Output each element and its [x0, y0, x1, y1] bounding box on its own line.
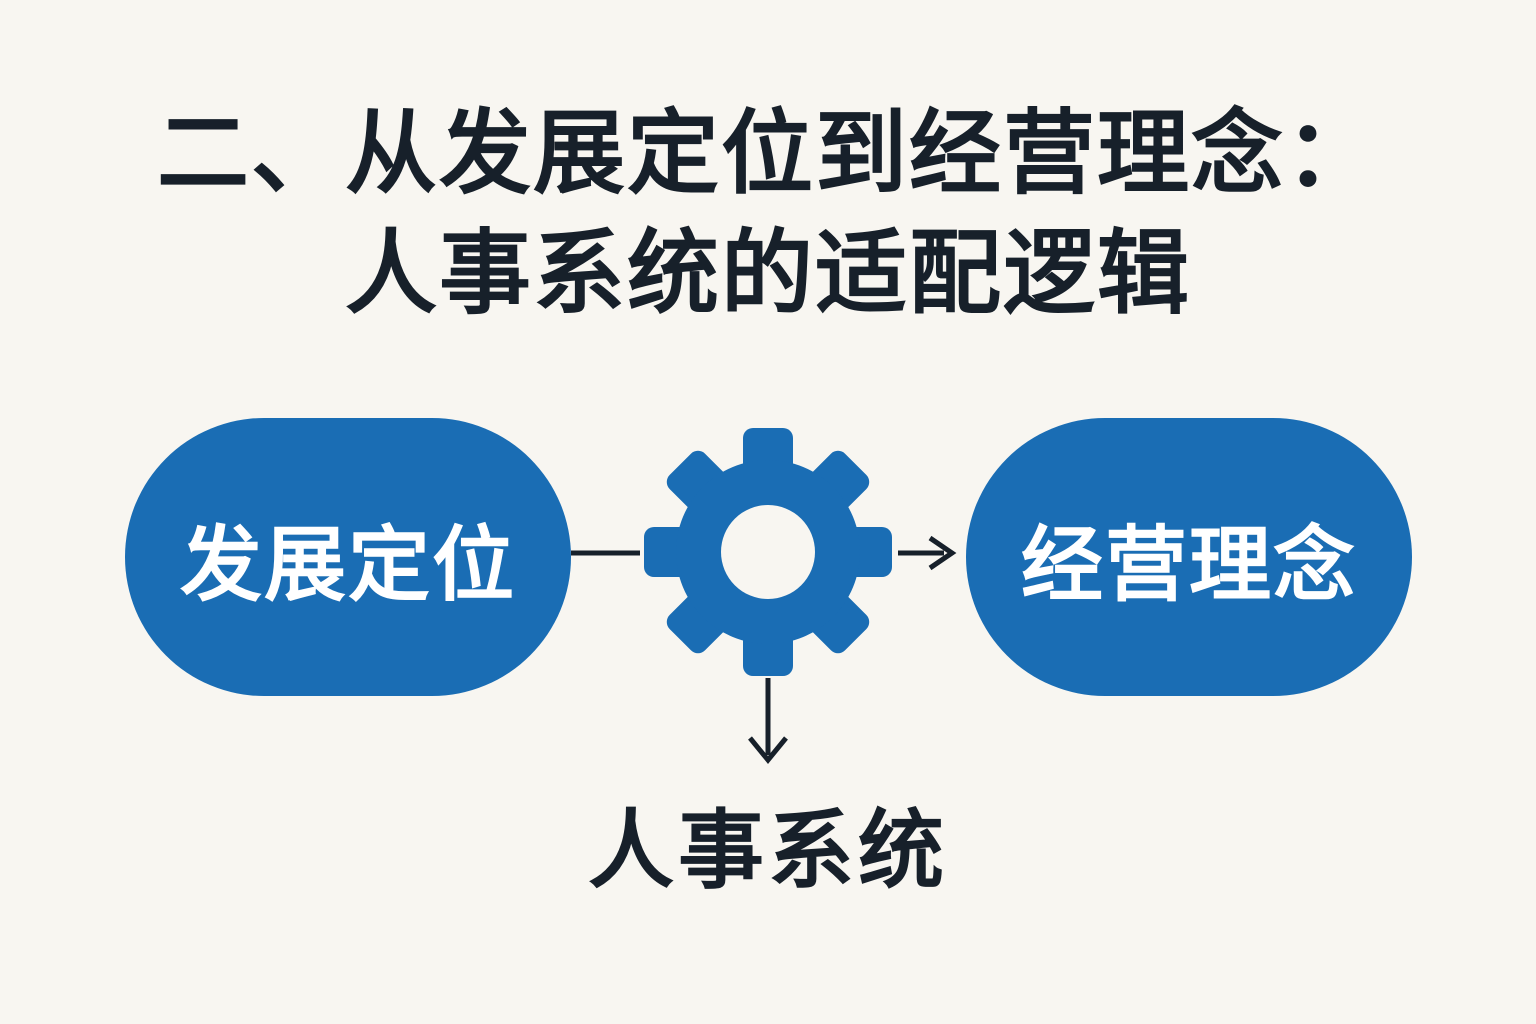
diagram-title-line-2: 人事系统的适配逻辑	[344, 220, 1191, 327]
node-hr-system: 人事系统	[588, 801, 948, 901]
node-business-philosophy-label: 经营理念	[1020, 517, 1357, 613]
node-development-positioning-label: 发展定位	[179, 517, 516, 613]
node-development-positioning: 发展定位	[125, 418, 571, 696]
diagram-title-line-1: 二、从发展定位到经营理念：	[156, 100, 1379, 207]
gear-icon	[644, 428, 892, 676]
node-business-philosophy: 经营理念	[966, 418, 1412, 696]
arrow-gear-to-right	[898, 535, 957, 571]
arrow-gear-to-bottom	[748, 678, 788, 764]
